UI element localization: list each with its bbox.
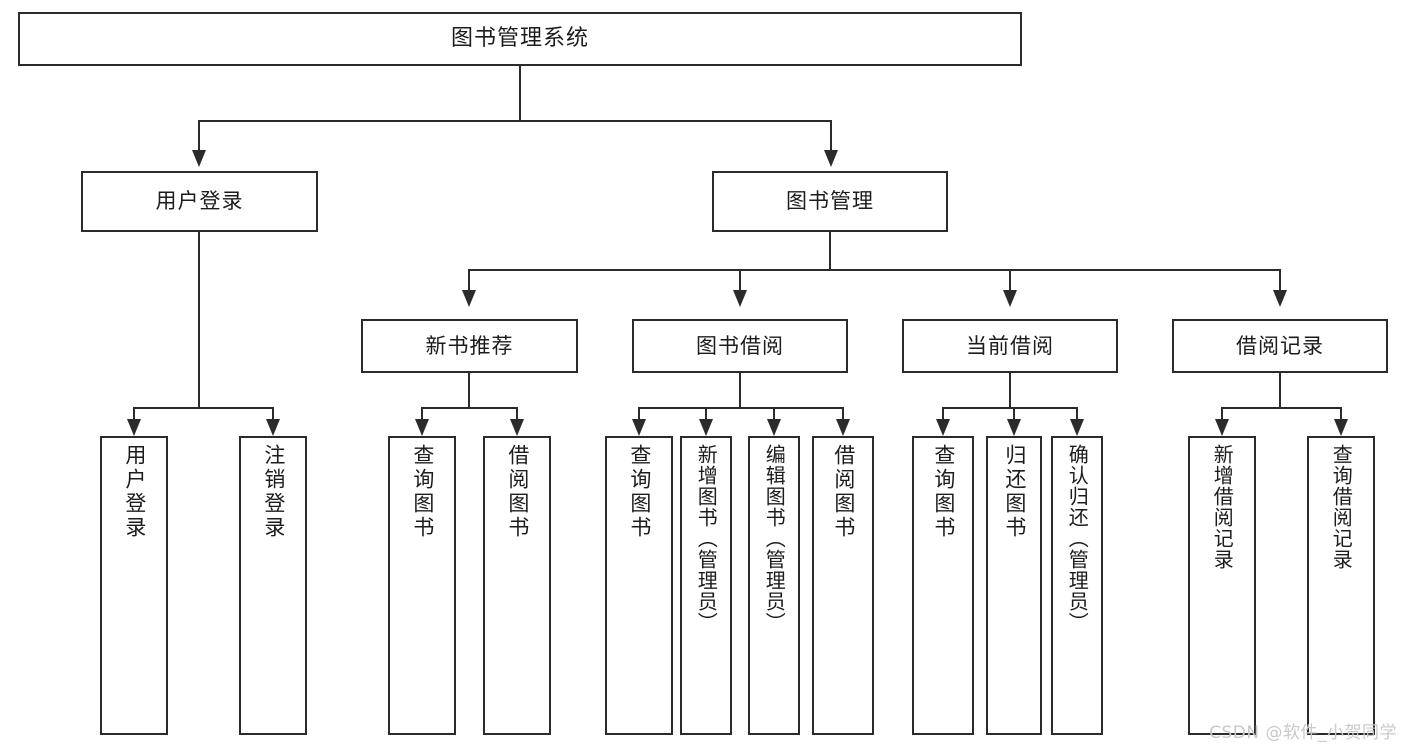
arrowhead-borrow-record [1273,290,1287,307]
node-leaf-logout-label: 注销登录 [261,444,286,540]
connector-bm-drop-3 [1009,269,1011,292]
node-user-login-label: 用户登录 [155,189,244,214]
node-leaf-query-record-label: 查询借阅记录 [1329,444,1354,570]
connector-bm-drop-4 [1279,269,1281,292]
connector-root-to-user-login [198,120,200,152]
connector-nbr-stem [468,373,470,409]
node-leaf-edit-book[interactable]: 编辑图书（管理员） [748,436,800,735]
connector-book-manage-bus [468,269,1280,271]
node-leaf-query-record[interactable]: 查询借阅记录 [1307,436,1375,735]
node-borrow-record[interactable]: 借阅记录 [1172,319,1388,373]
node-leaf-user-login[interactable]: 用户登录 [100,436,168,735]
node-user-login[interactable]: 用户登录 [81,171,318,232]
arrowhead-leaf-logout [266,419,280,436]
node-leaf-return-book-label: 归还图书 [1002,444,1027,540]
node-leaf-add-book-label: 新增图书（管理员） [694,444,719,633]
connector-cb-bus [942,407,1078,409]
arrowhead-book-borrow [733,290,747,307]
node-root-label: 图书管理系统 [450,26,589,52]
arrowhead-leaf-add-record [1215,419,1229,436]
connector-user-login-stem [198,232,200,409]
node-leaf-user-login-label: 用户登录 [122,444,147,540]
node-book-manage[interactable]: 图书管理 [712,171,948,232]
connector-bm-drop-2 [739,269,741,292]
arrowhead-user-login [192,150,206,167]
connector-br-drop-1 [1221,407,1223,421]
node-book-borrow[interactable]: 图书借阅 [632,319,848,373]
connector-bb-drop-2 [705,407,707,421]
arrowhead-leaf-query-record [1334,419,1348,436]
connector-root-stem [519,66,521,121]
node-leaf-add-book[interactable]: 新增图书（管理员） [680,436,732,735]
connector-cb-drop-3 [1076,407,1078,421]
node-leaf-edit-book-label: 编辑图书（管理员） [762,444,787,633]
node-leaf-return-book[interactable]: 归还图书 [986,436,1042,735]
arrowhead-leaf-borrow-book-1 [510,419,524,436]
connector-bb-drop-3 [773,407,775,421]
connector-bm-drop-1 [468,269,470,292]
node-leaf-query-book-3[interactable]: 查询图书 [912,436,974,735]
connector-cb-drop-2 [1013,407,1015,421]
arrowhead-current-borrow [1003,290,1017,307]
connector-nbr-drop-1 [421,407,423,421]
node-leaf-borrow-book-2-label: 借阅图书 [831,444,856,540]
connector-bb-drop-4 [842,407,844,421]
arrowhead-leaf-query-book-3 [936,419,950,436]
connector-book-manage-stem [829,232,831,271]
node-leaf-borrow-book-2[interactable]: 借阅图书 [812,436,874,735]
node-leaf-query-book-2[interactable]: 查询图书 [605,436,673,735]
node-leaf-borrow-book-1-label: 借阅图书 [505,444,530,540]
node-leaf-add-record-label: 新增借阅记录 [1210,444,1235,570]
arrowhead-leaf-edit-book [767,419,781,436]
connector-user-login-drop-2 [272,407,274,421]
arrowhead-leaf-query-book-1 [415,419,429,436]
connector-br-stem [1279,373,1281,409]
connector-br-drop-2 [1340,407,1342,421]
arrowhead-leaf-return-book [1007,419,1021,436]
connector-user-login-drop-1 [133,407,135,421]
connector-root-to-book-manage [830,120,832,152]
connector-user-login-bus [133,407,273,409]
arrowhead-leaf-query-book-2 [632,419,646,436]
connector-bb-bus [638,407,844,409]
node-new-book-recommend[interactable]: 新书推荐 [361,319,578,373]
node-leaf-query-book-2-label: 查询图书 [627,444,652,540]
connector-bb-drop-1 [638,407,640,421]
node-leaf-borrow-book-1[interactable]: 借阅图书 [483,436,551,735]
node-leaf-query-book-1[interactable]: 查询图书 [388,436,456,735]
arrowhead-leaf-user-login [127,419,141,436]
node-leaf-query-book-3-label: 查询图书 [931,444,956,540]
node-new-book-recommend-label: 新书推荐 [425,333,514,358]
connector-nbr-bus [421,407,517,409]
node-leaf-logout[interactable]: 注销登录 [239,436,307,735]
connector-bb-stem [739,373,741,409]
arrowhead-book-manage [824,150,838,167]
connector-root-bus [198,120,832,122]
node-root[interactable]: 图书管理系统 [18,12,1022,66]
arrowhead-new-book-recommend [462,290,476,307]
connector-cb-drop-1 [942,407,944,421]
node-current-borrow[interactable]: 当前借阅 [902,319,1118,373]
node-leaf-confirm-return-label: 确认归还（管理员） [1065,444,1090,633]
node-leaf-query-book-1-label: 查询图书 [410,444,435,540]
arrowhead-leaf-borrow-book-2 [836,419,850,436]
node-book-borrow-label: 图书借阅 [696,333,784,358]
node-leaf-confirm-return[interactable]: 确认归还（管理员） [1051,436,1103,735]
connector-cb-stem [1009,373,1011,409]
arrowhead-leaf-confirm-return [1070,419,1084,436]
node-book-manage-label: 图书管理 [786,189,874,214]
node-borrow-record-label: 借阅记录 [1236,333,1324,358]
node-current-borrow-label: 当前借阅 [966,333,1054,358]
connector-nbr-drop-2 [516,407,518,421]
node-leaf-add-record[interactable]: 新增借阅记录 [1188,436,1256,735]
connector-br-bus [1221,407,1341,409]
arrowhead-leaf-add-book [699,419,713,436]
